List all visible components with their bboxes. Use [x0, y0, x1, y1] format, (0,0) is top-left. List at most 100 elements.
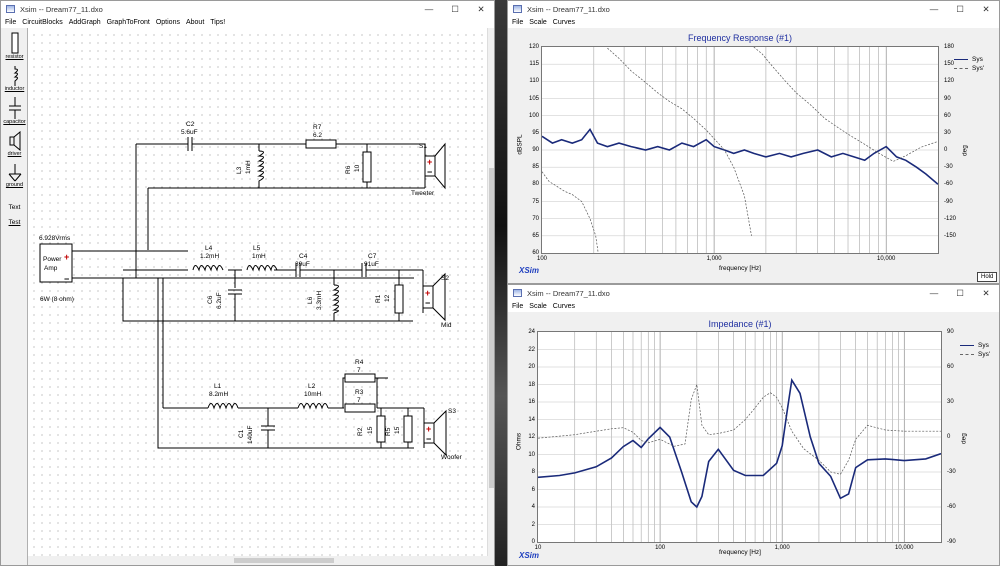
y2-tick-label: 180 — [944, 44, 955, 50]
y2-tick-label: -30 — [947, 469, 956, 475]
freq-titlebar[interactable]: Xsim -- Dream77_11.dxo — ☐ ✕ — [508, 1, 999, 17]
y-tick-label: 24 — [528, 329, 535, 335]
tool-text[interactable]: Text — [1, 204, 28, 212]
y-tick-label: 20 — [528, 364, 535, 370]
series-phase-line — [537, 384, 941, 475]
speaker-s1 — [424, 142, 446, 190]
maximize-button[interactable]: ☐ — [956, 288, 964, 298]
c4-name: C4 — [299, 253, 308, 260]
editor-titlebar[interactable]: Xsim -- Dream77_11.dxo — ☐ ✕ — [1, 1, 494, 17]
menu-file[interactable]: File — [512, 19, 524, 26]
freq-xlabel: frequency [Hz] — [719, 265, 761, 272]
tool-test[interactable]: Test — [1, 219, 28, 227]
app-icon — [513, 289, 522, 297]
s2-plus: + — [425, 288, 430, 298]
r1-value: 12 — [384, 294, 391, 302]
y-tick-label: 22 — [528, 346, 535, 353]
r1-name: R1 — [375, 294, 382, 303]
resistor-r6 — [362, 151, 372, 183]
wire — [375, 377, 378, 408]
tool-ground[interactable]: ground — [1, 164, 28, 189]
schematic: C2 5.6uF R7 6.2 L3 1mH R6 10 S1 Tweeter … — [39, 121, 463, 461]
s1-minus: − — [427, 167, 432, 177]
legend-item-sys-prime: Sys' — [960, 350, 990, 359]
y-tick-label: 90 — [532, 147, 539, 153]
y2-tick-label: 60 — [944, 112, 951, 119]
tool-inductor[interactable]: inductor — [1, 66, 28, 93]
scroll-thumb[interactable] — [234, 558, 334, 563]
menu-graphtofront[interactable]: GraphToFront — [106, 19, 150, 26]
tool-text-label: Text — [8, 204, 21, 211]
legend-label: Sys — [978, 342, 989, 349]
l6-value: 3.3mH — [316, 291, 323, 310]
c7-value: 91uF — [364, 261, 379, 268]
menu-scale[interactable]: Scale — [529, 303, 547, 310]
impedance-window: Xsim -- Dream77_11.dxo — ☐ ✕ File Scale … — [507, 284, 1000, 566]
frequency-response-window: Xsim -- Dream77_11.dxo — ☐ ✕ File Scale … — [507, 0, 1000, 284]
menu-curves[interactable]: Curves — [552, 19, 575, 26]
l5-name: L5 — [253, 245, 261, 252]
inductor-l6 — [332, 284, 339, 314]
resistor-r4 — [344, 373, 376, 383]
x-tick-label: 10 — [534, 545, 542, 551]
y2-tick-label: 90 — [947, 329, 954, 335]
legend-label: Sys' — [972, 65, 985, 72]
resistor-r3 — [344, 403, 376, 413]
imp-window-title: Xsim -- Dream77_11.dxo — [527, 288, 610, 298]
hold-button[interactable]: Hold — [977, 272, 998, 282]
menu-file[interactable]: File — [512, 303, 524, 310]
resistor-r2 — [376, 415, 386, 443]
menu-addgraph[interactable]: AddGraph — [68, 19, 101, 26]
maximize-button[interactable]: ☐ — [451, 4, 459, 14]
inductor-l2 — [297, 403, 329, 410]
c6-name: C6 — [207, 295, 214, 304]
imp-plot-area — [537, 331, 942, 543]
y2-tick-label: 60 — [947, 364, 954, 370]
maximize-button[interactable]: ☐ — [956, 4, 964, 14]
legend-label: Sys' — [978, 351, 991, 358]
tool-driver[interactable]: driver — [1, 131, 28, 158]
y2-tick-label: -150 — [944, 232, 957, 239]
minimize-button[interactable]: — — [424, 4, 434, 14]
imp-titlebar[interactable]: Xsim -- Dream77_11.dxo — ☐ ✕ — [508, 285, 999, 301]
y2-tick-label: 0 — [947, 434, 951, 440]
tool-capacitor-label: capacitor — [3, 119, 26, 125]
inductor-l3 — [257, 150, 264, 185]
y-tick-label: 18 — [528, 381, 535, 388]
legend-swatch — [954, 59, 968, 60]
y-tick-label: 115 — [529, 61, 539, 68]
minimize-button[interactable]: — — [929, 288, 939, 298]
inductor-l5 — [246, 265, 278, 272]
y-tick-label: 100 — [528, 112, 539, 119]
legend-item-sys: Sys — [954, 55, 984, 64]
desktop-strip — [495, 0, 507, 566]
menu-options[interactable]: Options — [155, 19, 180, 26]
menu-file[interactable]: File — [5, 19, 17, 26]
tool-resistor-label: resistor — [5, 54, 24, 60]
menu-scale[interactable]: Scale — [529, 19, 547, 26]
schematic-canvas[interactable]: C2 5.6uF R7 6.2 L3 1mH R6 10 S1 Tweeter … — [28, 28, 487, 556]
menu-circuitblocks[interactable]: CircuitBlocks — [22, 19, 63, 26]
s1-plus: + — [427, 157, 432, 167]
menu-tips[interactable]: Tips! — [210, 19, 226, 26]
imp-menubar: File Scale Curves — [508, 301, 999, 312]
editor-horizontal-scrollbar[interactable] — [28, 556, 487, 565]
wire — [72, 188, 414, 449]
close-button[interactable]: ✕ — [477, 4, 485, 14]
freq-ylabel: dBSPL — [516, 134, 524, 155]
menu-about[interactable]: About — [185, 19, 205, 26]
series-sys-line — [537, 377, 942, 509]
scroll-thumb[interactable] — [489, 168, 494, 488]
menu-curves[interactable]: Curves — [552, 303, 575, 310]
c4-value: 39uF — [295, 261, 310, 268]
close-button[interactable]: ✕ — [982, 4, 990, 14]
c1-value: 140uF — [247, 426, 254, 444]
amp-line1: Power — [43, 256, 62, 263]
minimize-button[interactable]: — — [929, 4, 939, 14]
tool-resistor[interactable]: resistor — [1, 32, 28, 61]
inductor-l1 — [207, 403, 239, 410]
tool-capacitor[interactable]: capacitor — [1, 97, 28, 126]
close-button[interactable]: ✕ — [982, 288, 990, 298]
editor-vertical-scrollbar[interactable] — [487, 28, 494, 556]
r2-name: R2 — [357, 427, 364, 436]
